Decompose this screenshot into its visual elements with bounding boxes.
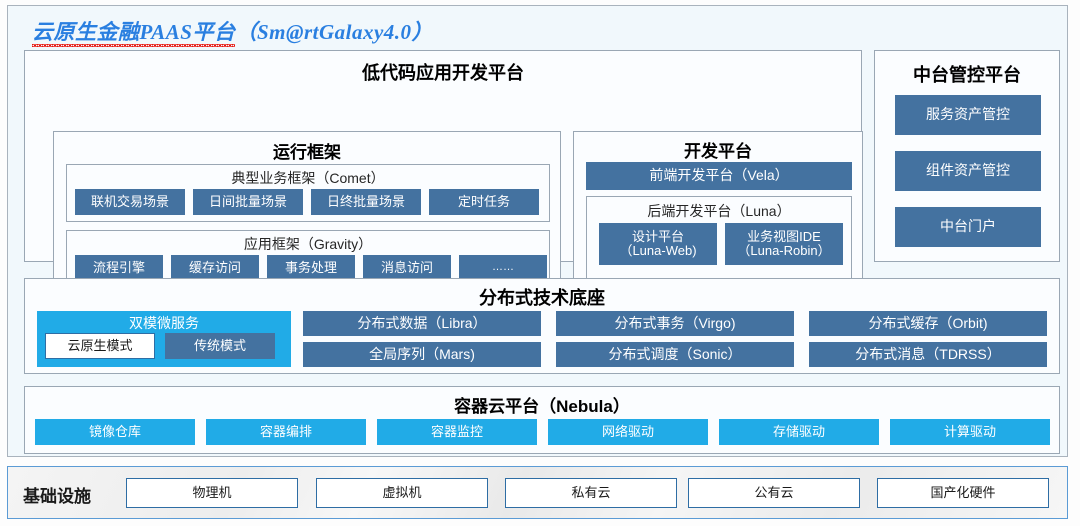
comet-framework-box: 典型业务框架（Comet） 联机交易场景 日间批量场景 日终批量场景 定时任务 [66, 164, 550, 222]
distributed-base-heading: 分布式技术底座 [479, 288, 605, 308]
container-item-4[interactable]: 存储驱动 [719, 419, 879, 445]
container-cloud-section: 容器云平台（Nebula） 镜像仓库 容器编排 容器监控 网络驱动 存储驱动 计… [24, 386, 1060, 454]
backend-dev-platform-box: 后端开发平台（Luna） 设计平台 （Luna-Web) 业务视图IDE （Lu… [586, 196, 852, 286]
container-item-0[interactable]: 镜像仓库 [35, 419, 195, 445]
gravity-item-4[interactable]: …… [459, 255, 547, 281]
comet-heading: 典型业务框架（Comet） [231, 170, 385, 186]
midplatform-item-0[interactable]: 服务资产管控 [895, 95, 1041, 135]
container-item-1[interactable]: 容器编排 [206, 419, 366, 445]
frontend-dev-platform-button[interactable]: 前端开发平台（Vela） [586, 162, 852, 190]
distributed-item-virgo[interactable]: 分布式事务（Virgo) [556, 311, 794, 336]
comet-item-2[interactable]: 日终批量场景 [311, 189, 421, 215]
distributed-item-tdrss[interactable]: 分布式消息（TDRSS） [809, 342, 1047, 367]
lowcode-platform-section: 低代码应用开发平台 运行框架 典型业务框架（Comet） 联机交易场景 日间批量… [24, 50, 863, 297]
infrastructure-item-0[interactable]: 物理机 [126, 478, 298, 508]
backend-heading: 后端开发平台（Luna） [647, 203, 791, 219]
gravity-item-1[interactable]: 缓存访问 [171, 255, 259, 281]
dualmode-item-0[interactable]: 云原生模式 [45, 333, 155, 359]
container-item-2[interactable]: 容器监控 [377, 419, 537, 445]
page-title-en: （Sm@rtGalaxy4.0） [235, 20, 434, 44]
distributed-item-mars[interactable]: 全局序列（Mars) [303, 342, 541, 367]
distributed-base-section: 分布式技术底座 双模微服务 云原生模式 传统模式 分布式数据（Libra） 分布… [24, 278, 1060, 374]
midplatform-item-2[interactable]: 中台门户 [895, 207, 1041, 247]
distributed-item-libra[interactable]: 分布式数据（Libra） [303, 311, 541, 336]
comet-item-1[interactable]: 日间批量场景 [193, 189, 303, 215]
runtime-framework-heading: 运行框架 [273, 143, 341, 162]
dualmode-item-1[interactable]: 传统模式 [165, 333, 275, 359]
gravity-item-0[interactable]: 流程引擎 [75, 255, 163, 281]
luna-web-button[interactable]: 设计平台 （Luna-Web) [599, 223, 717, 265]
midplatform-item-1[interactable]: 组件资产管控 [895, 151, 1041, 191]
distributed-item-sonic[interactable]: 分布式调度（Sonic） [556, 342, 794, 367]
comet-item-3[interactable]: 定时任务 [429, 189, 539, 215]
runtime-framework-section: 运行框架 典型业务框架（Comet） 联机交易场景 日间批量场景 日终批量场景 … [53, 131, 561, 297]
container-item-5[interactable]: 计算驱动 [890, 419, 1050, 445]
dev-platform-section: 开发平台 前端开发平台（Vela） 后端开发平台（Luna） 设计平台 （Lun… [573, 131, 863, 297]
infrastructure-item-4[interactable]: 国产化硬件 [877, 478, 1049, 508]
midplatform-section: 中台管控平台 服务资产管控 组件资产管控 中台门户 [874, 50, 1060, 262]
page-title: 云原生金融PAAS平台（Sm@rtGalaxy4.0） [32, 16, 433, 46]
dev-platform-heading: 开发平台 [684, 142, 752, 161]
gravity-item-2[interactable]: 事务处理 [267, 255, 355, 281]
dualmode-heading: 双模微服务 [129, 315, 199, 331]
infrastructure-label: 基础设施 [23, 487, 91, 506]
luna-robin-button[interactable]: 业务视图IDE （Luna-Robin） [725, 223, 843, 265]
gravity-heading: 应用框架（Gravity） [243, 236, 373, 252]
platform-panel: 云原生金融PAAS平台（Sm@rtGalaxy4.0） 低代码应用开发平台 运行… [7, 5, 1068, 457]
infrastructure-item-1[interactable]: 虚拟机 [316, 478, 488, 508]
page-title-cn: 云原生金融PAAS平台 [32, 20, 236, 47]
infrastructure-item-3[interactable]: 公有云 [688, 478, 860, 508]
lowcode-platform-heading: 低代码应用开发平台 [362, 63, 524, 83]
dualmode-microservice-box: 双模微服务 云原生模式 传统模式 [37, 311, 291, 367]
infrastructure-section: 基础设施 物理机 虚拟机 私有云 公有云 国产化硬件 [7, 466, 1068, 519]
infrastructure-item-2[interactable]: 私有云 [505, 478, 677, 508]
distributed-item-orbit[interactable]: 分布式缓存（Orbit) [809, 311, 1047, 336]
comet-item-0[interactable]: 联机交易场景 [75, 189, 185, 215]
container-item-3[interactable]: 网络驱动 [548, 419, 708, 445]
midplatform-heading: 中台管控平台 [913, 65, 1021, 85]
container-cloud-heading: 容器云平台（Nebula） [454, 397, 630, 416]
gravity-framework-box: 应用框架（Gravity） 流程引擎 缓存访问 事务处理 消息访问 …… [66, 230, 550, 288]
gravity-item-3[interactable]: 消息访问 [363, 255, 451, 281]
